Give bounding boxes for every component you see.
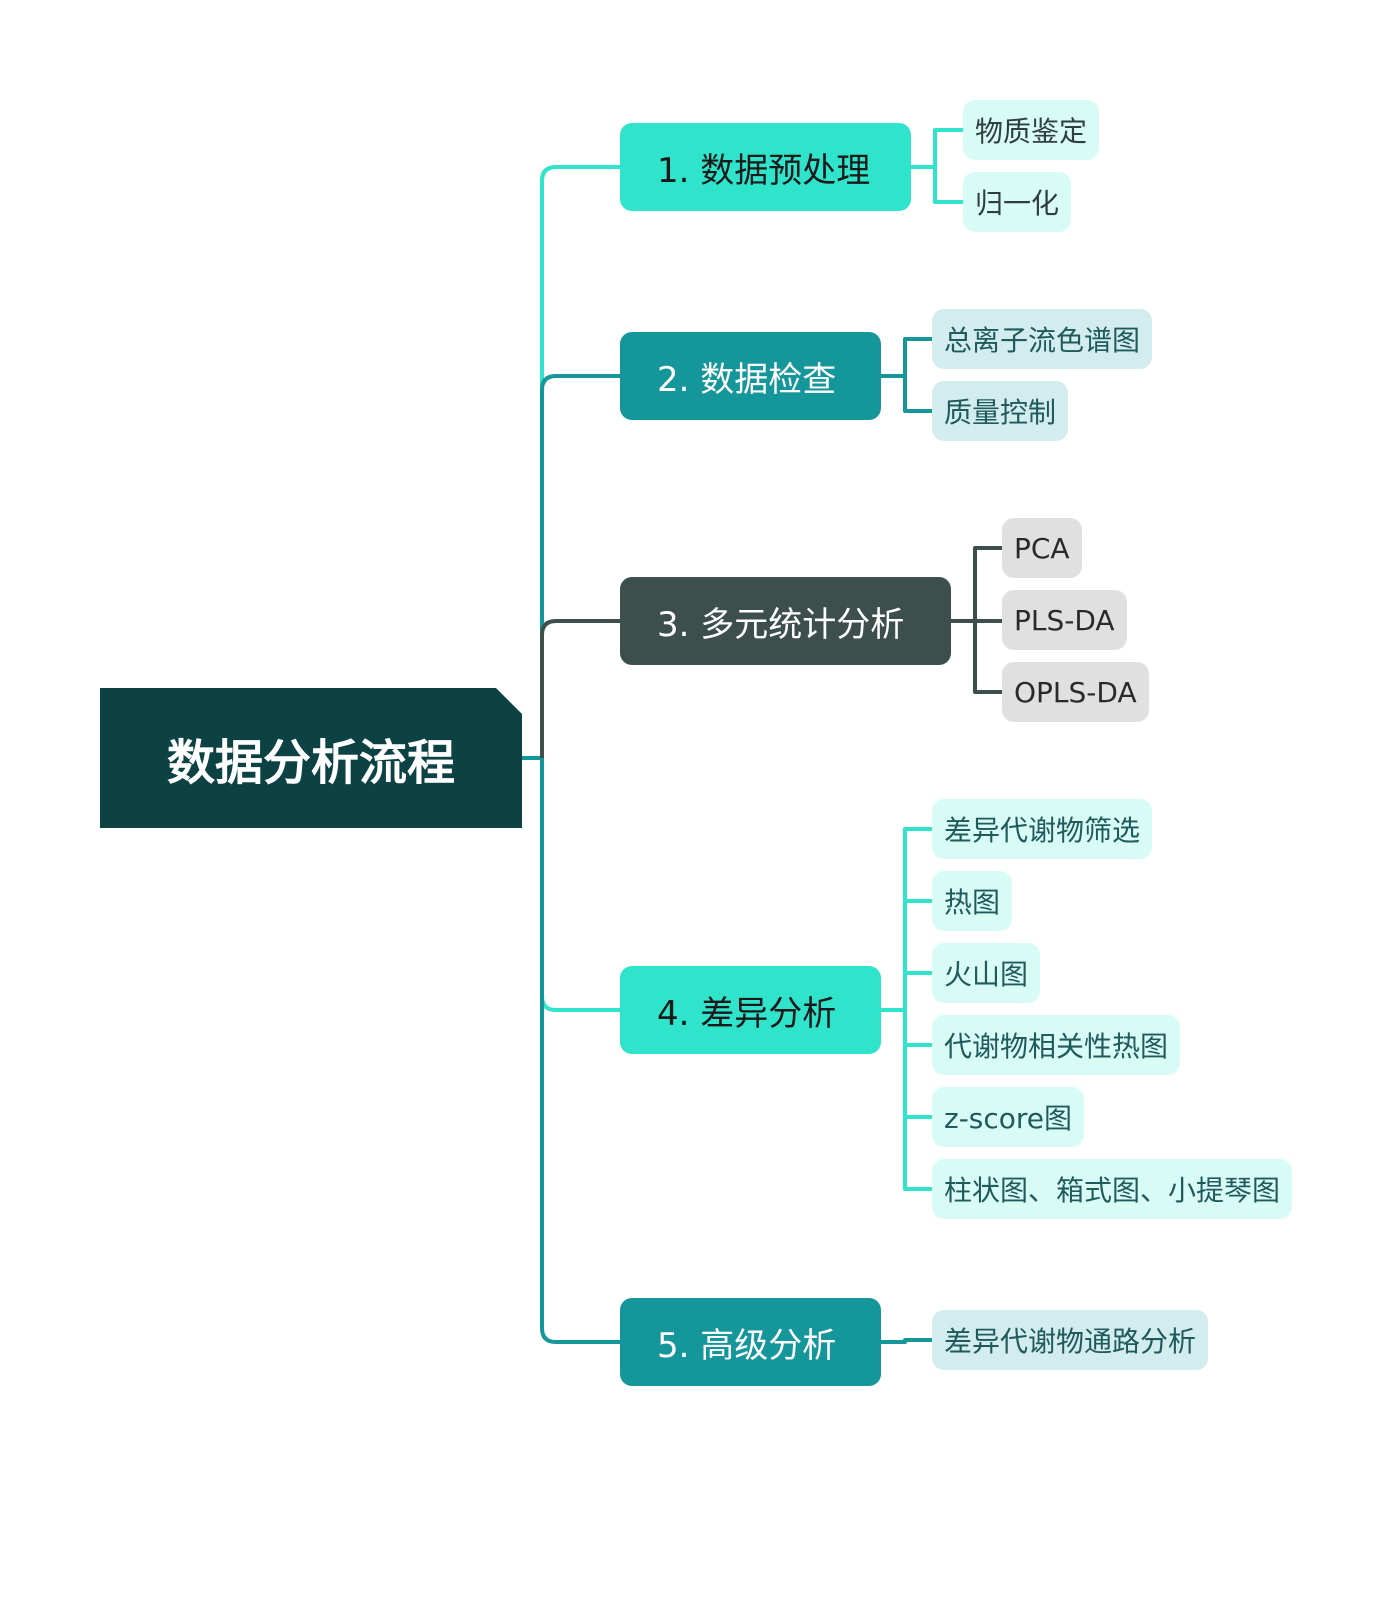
leaf-label: 质量控制 bbox=[944, 396, 1057, 429]
leaf-connector bbox=[881, 337, 932, 378]
root-node[interactable]: 数据分析流程 bbox=[100, 688, 522, 828]
leaf-connector bbox=[951, 619, 1002, 694]
leaf-label: 归一化 bbox=[975, 187, 1060, 220]
leaf-node[interactable]: 热图 bbox=[932, 871, 1013, 931]
branch-node-3[interactable]: 3. 多元统计分析 bbox=[620, 577, 951, 665]
leaf-node[interactable]: 质量控制 bbox=[932, 381, 1069, 441]
branch-label: 1. 数据预处理 bbox=[657, 150, 871, 191]
branch-label: 5. 高级分析 bbox=[657, 1325, 837, 1366]
leaf-label: OPLS-DA bbox=[1014, 675, 1137, 709]
leaf-connector bbox=[881, 971, 932, 1012]
branch-connector bbox=[540, 374, 620, 758]
leaf-node[interactable]: 差异代谢物通路分析 bbox=[932, 1310, 1209, 1370]
branch-connector bbox=[540, 619, 620, 758]
branch-label: 2. 数据检查 bbox=[657, 359, 837, 400]
leaf-label: 差异代谢物筛选 bbox=[944, 814, 1141, 847]
branch-node-1[interactable]: 1. 数据预处理 bbox=[620, 123, 911, 211]
leaf-connector bbox=[881, 1338, 932, 1344]
leaf-node[interactable]: 差异代谢物筛选 bbox=[932, 799, 1153, 859]
leaf-label: z-score图 bbox=[944, 1102, 1073, 1135]
folded-corner-icon bbox=[496, 688, 522, 714]
leaf-node[interactable]: 柱状图、箱式图、小提琴图 bbox=[932, 1159, 1293, 1219]
leaf-connector bbox=[881, 1008, 932, 1191]
leaf-node[interactable]: PLS-DA bbox=[1002, 590, 1127, 650]
leaf-node[interactable]: 火山图 bbox=[932, 943, 1041, 1003]
leaf-node[interactable]: 代谢物相关性热图 bbox=[932, 1015, 1181, 1075]
leaf-label: 代谢物相关性热图 bbox=[944, 1030, 1169, 1063]
branch-label: 3. 多元统计分析 bbox=[657, 604, 905, 645]
branch-node-5[interactable]: 5. 高级分析 bbox=[620, 1298, 881, 1386]
leaf-label: 柱状图、箱式图、小提琴图 bbox=[944, 1174, 1281, 1207]
leaf-node[interactable]: 物质鉴定 bbox=[963, 100, 1100, 160]
leaf-connector bbox=[881, 374, 932, 413]
branch-connector bbox=[540, 758, 620, 1012]
root-label: 数据分析流程 bbox=[166, 735, 455, 791]
branch-node-2[interactable]: 2. 数据检查 bbox=[620, 332, 881, 420]
leaf-label: PLS-DA bbox=[1014, 603, 1115, 637]
branch-connector bbox=[540, 758, 620, 1344]
leaf-label: 火山图 bbox=[944, 958, 1029, 991]
leaf-label: 差异代谢物通路分析 bbox=[944, 1325, 1197, 1358]
branch-connector bbox=[540, 165, 620, 758]
leaf-node[interactable]: PCA bbox=[1002, 518, 1082, 578]
leaf-node[interactable]: 总离子流色谱图 bbox=[932, 309, 1153, 369]
leaf-node[interactable]: 归一化 bbox=[963, 172, 1072, 232]
leaf-label: 总离子流色谱图 bbox=[944, 324, 1141, 357]
leaf-label: PCA bbox=[1014, 531, 1070, 565]
branch-label: 4. 差异分析 bbox=[657, 993, 837, 1034]
leaf-connector bbox=[911, 128, 963, 169]
leaf-connector bbox=[911, 165, 963, 204]
leaf-connector bbox=[951, 546, 1002, 623]
branch-node-4[interactable]: 4. 差异分析 bbox=[620, 966, 881, 1054]
leaf-node[interactable]: OPLS-DA bbox=[1002, 662, 1149, 722]
leaf-node[interactable]: z-score图 bbox=[932, 1087, 1085, 1147]
leaf-label: 热图 bbox=[944, 886, 1001, 919]
leaf-label: 物质鉴定 bbox=[975, 115, 1088, 148]
